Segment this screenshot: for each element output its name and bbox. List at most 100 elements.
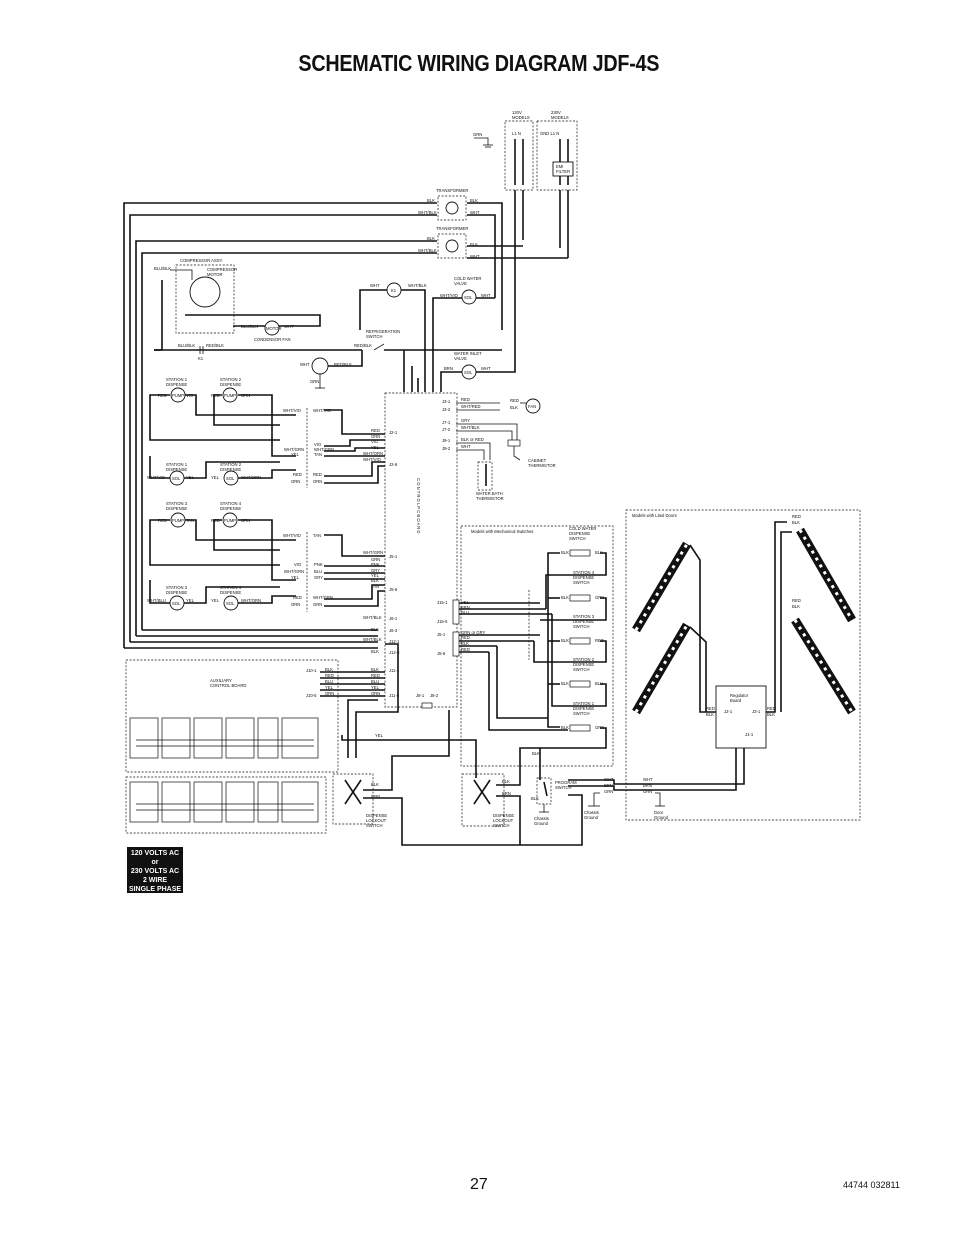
svg-text:BLK: BLK (767, 712, 775, 717)
svg-text:SOL: SOL (172, 476, 181, 481)
svg-text:PUMP: PUMP (224, 518, 236, 523)
svg-text:BRN: BRN (643, 783, 652, 788)
svg-text:BLK: BLK (371, 649, 379, 654)
svg-text:RED: RED (767, 706, 776, 711)
svg-text:J6-3: J6-3 (389, 628, 398, 633)
svg-text:BRN: BRN (444, 366, 453, 371)
svg-text:WHT/GRN: WHT/GRN (313, 595, 333, 600)
lited-doors-frame (625, 509, 861, 821)
svg-text:GRN: GRN (310, 379, 319, 384)
svg-text:RED/BLK: RED/BLK (334, 362, 352, 367)
svg-text:BLK: BLK (502, 779, 510, 784)
svg-text:YEL: YEL (211, 598, 220, 603)
svg-text:K1: K1 (391, 288, 397, 293)
svg-text:GRN: GRN (595, 595, 604, 600)
mechanical-frame-label: Models with Mechanical Switches (471, 529, 533, 534)
svg-text:RED: RED (293, 472, 302, 477)
svg-text:YEL: YEL (291, 452, 300, 457)
svg-text:ORN: ORN (291, 602, 300, 607)
svg-text:BLK: BLK (470, 198, 478, 203)
control-board: C O N T R O L P C B O A R D J3-1 J3-2 J7… (384, 392, 458, 709)
svg-text:WHT: WHT (461, 444, 471, 449)
svg-text:WHT/BLK: WHT/BLK (418, 248, 437, 253)
station-2-pump-icon (222, 387, 238, 403)
svg-text:RED/BLK: RED/BLK (354, 343, 372, 348)
svg-text:RED: RED (510, 398, 519, 403)
svg-text:WHT/GRN: WHT/GRN (284, 569, 304, 574)
svg-text:J7-2: J7-2 (442, 427, 451, 432)
l1-n-label: L1 N (512, 131, 521, 136)
voltage-line-4: 2 WIRE (142, 877, 168, 884)
svg-text:J2-1: J2-1 (724, 709, 733, 714)
svg-text:GRN: GRN (371, 434, 380, 439)
svg-text:J3-1: J3-1 (752, 709, 761, 714)
svg-text:J5-1: J5-1 (389, 554, 398, 559)
svg-text:WHT: WHT (643, 777, 653, 782)
svg-text:WHT/VIO: WHT/VIO (283, 408, 302, 413)
voltage-line-1: 120 VOLTS AC (130, 850, 180, 857)
program-switch-icon (543, 781, 548, 797)
svg-text:J5-1: J5-1 (437, 632, 446, 637)
svg-text:RED: RED (595, 638, 604, 643)
svg-text:BLK: BLK (427, 198, 435, 203)
svg-text:YEL: YEL (291, 575, 300, 580)
svg-text:J2-6: J2-6 (389, 462, 398, 467)
svg-text:FAN: FAN (528, 404, 536, 409)
svg-text:MOTOR: MOTOR (266, 326, 282, 331)
svg-text:J8-2: J8-2 (430, 693, 439, 698)
svg-text:J7-1: J7-1 (442, 420, 451, 425)
svg-text:SOL: SOL (464, 295, 473, 300)
svg-text:ORN: ORN (325, 691, 334, 696)
cabinet-fan-thermistors: RED WHT/RED RED BLK FAN GRY WHT/BLK CABI… (456, 397, 556, 501)
svg-text:GRN: GRN (371, 794, 380, 799)
svg-text:J10-5: J10-5 (306, 693, 317, 698)
svg-text:J9-1: J9-1 (442, 438, 451, 443)
svg-text:SOL: SOL (226, 476, 235, 481)
svg-text:WHT: WHT (470, 210, 480, 215)
compressor-motor-icon (189, 276, 221, 308)
svg-text:BLU: BLU (314, 569, 322, 574)
svg-text:J12-1: J12-1 (389, 639, 400, 644)
svg-text:BLK: BLK (427, 236, 435, 241)
svg-text:PUMP: PUMP (172, 518, 184, 523)
svg-text:RED/BLK: RED/BLK (206, 343, 224, 348)
svg-text:BLK: BLK (532, 751, 540, 756)
lockout-switch-1-icon (344, 779, 362, 805)
ground-wire-label: GRN (473, 132, 482, 137)
svg-text:RED: RED (461, 647, 470, 652)
svg-text:VIO: VIO (371, 439, 379, 444)
svg-text:WHT/VIO: WHT/VIO (363, 457, 382, 462)
svg-text:RED: RED (792, 598, 801, 603)
svg-text:BLK: BLK (561, 595, 569, 600)
svg-text:SOL: SOL (464, 370, 473, 375)
svg-text:WHT/ORN: WHT/ORN (363, 451, 383, 456)
svg-text:YEL: YEL (371, 573, 380, 578)
svg-text:BLK: BLK (792, 604, 800, 609)
svg-text:SOL: SOL (226, 601, 235, 606)
svg-text:GRN: GRN (604, 789, 613, 794)
svg-text:K1: K1 (198, 356, 204, 361)
svg-text:VIO: VIO (294, 562, 302, 567)
